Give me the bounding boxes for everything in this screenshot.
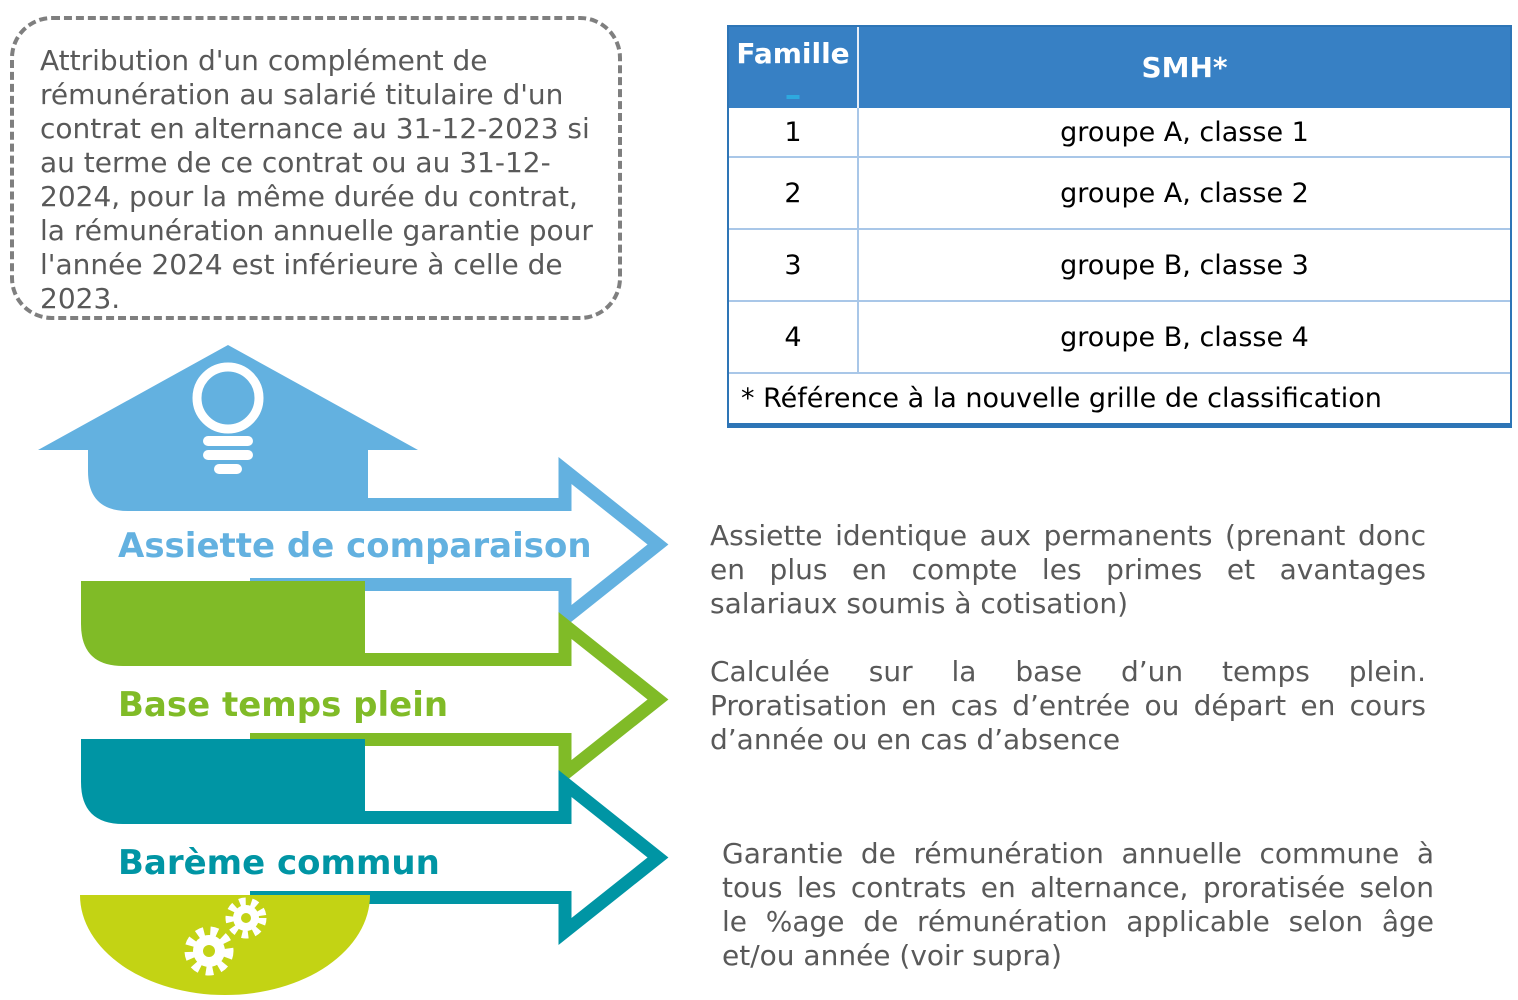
- smh-table: Famille SMH* 1 groupe A, classe 1 2 grou…: [727, 25, 1512, 428]
- callout-text: Attribution d'un complément de rémunérat…: [40, 44, 593, 315]
- famille-cell: 4: [729, 300, 857, 372]
- step-arrow-3: [250, 770, 669, 945]
- callout-box: Attribution d'un complément de rémunérat…: [10, 16, 622, 320]
- table-footnote-row: * Référence à la nouvelle grille de clas…: [729, 372, 1510, 423]
- table-footnote: * Référence à la nouvelle grille de clas…: [741, 383, 1382, 414]
- step-label-2: Base temps plein: [118, 685, 448, 725]
- step-description-1: Assiette identique aux permanents (prena…: [710, 519, 1426, 620]
- table-header-smh-label: SMH*: [1141, 51, 1228, 84]
- step-description-2: Calculée sur la base d’un temps plein. P…: [710, 655, 1426, 756]
- step-block-3: [81, 739, 365, 824]
- famille-cell: 3: [729, 228, 857, 300]
- famille-cell: 1: [784, 116, 802, 148]
- gears-icon: [184, 897, 267, 976]
- table-row: 2 groupe A, classe 2: [729, 156, 1510, 228]
- smh-cell: groupe B, classe 4: [857, 300, 1510, 372]
- smh-cell: groupe A, classe 2: [857, 156, 1510, 228]
- table-header-famille: Famille: [729, 27, 857, 108]
- table-row: 3 groupe B, classe 3: [729, 228, 1510, 300]
- famille-cell: 2: [729, 156, 857, 228]
- table-row: 4 groupe B, classe 4: [729, 300, 1510, 372]
- famille-dash-mark: [786, 95, 800, 99]
- smh-cell: groupe B, classe 3: [857, 228, 1510, 300]
- table-header-famille-label: Famille: [736, 37, 850, 70]
- step-arrow-2: [250, 612, 669, 787]
- semicircle-shape: [80, 895, 370, 995]
- step-block-2: [81, 581, 365, 666]
- table-header-row: Famille SMH*: [729, 27, 1510, 108]
- table-row: 1 groupe A, classe 1: [729, 108, 1510, 156]
- step-label-1: Assiette de comparaison: [118, 526, 592, 566]
- step-description-3: Garantie de rémunération annuelle commun…: [722, 837, 1434, 972]
- process-graphic: Assiette de comparaison Base temps plein…: [38, 345, 669, 995]
- step-label-3: Barème commun: [118, 843, 440, 883]
- step-arrow-1: [250, 457, 669, 632]
- lightbulb-icon: [192, 362, 264, 474]
- smh-cell: groupe A, classe 1: [857, 108, 1510, 156]
- table-header-smh: SMH*: [857, 27, 1510, 108]
